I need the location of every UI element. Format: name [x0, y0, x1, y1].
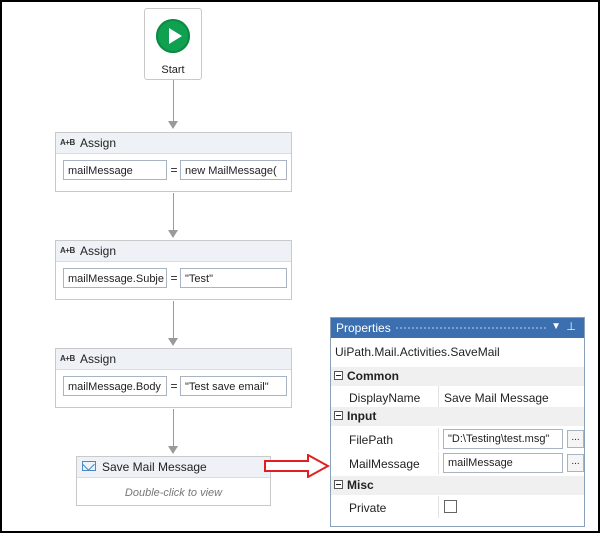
mailmessage-browse-button[interactable]: ... [567, 454, 584, 472]
property-row-filepath: FilePath "D:\Testing\test.msg" ... [331, 428, 584, 450]
start-node[interactable]: Start [144, 8, 202, 80]
activity-title: Assign [80, 352, 117, 366]
filepath-browse-button[interactable]: ... [567, 430, 584, 448]
activity-header: A+B Assign [56, 349, 291, 370]
assign-icon: A+B [60, 246, 75, 255]
pin-icon[interactable]: ⊥ [566, 321, 576, 333]
section-label: Common [347, 369, 399, 383]
activity-type-label: UiPath.Mail.Activities.SaveMail [335, 345, 500, 359]
activity-header: A+B Assign [56, 133, 291, 154]
assign-to-field[interactable]: mailMessage [63, 160, 167, 180]
property-row-private: Private [331, 496, 584, 518]
drag-grip[interactable] [395, 326, 548, 330]
private-checkbox[interactable] [444, 500, 457, 513]
section-label: Input [347, 409, 377, 423]
assign-to-field[interactable]: mailMessage.Subje [63, 268, 167, 288]
connector-arrow-icon [168, 338, 178, 346]
property-row-displayname: DisplayName Save Mail Message [331, 386, 584, 408]
connector-arrow-icon [168, 446, 178, 454]
equals-sign: = [170, 271, 178, 285]
connector [173, 301, 174, 339]
displayname-value[interactable]: Save Mail Message [444, 391, 549, 405]
red-arrow-icon [264, 454, 330, 478]
connector [173, 80, 174, 122]
property-key: FilePath [349, 433, 394, 447]
property-value-cell [438, 496, 584, 518]
assign-icon: A+B [60, 354, 75, 363]
dropdown-arrow-icon[interactable]: ▼ [551, 321, 561, 332]
connector [173, 193, 174, 231]
property-value-cell: mailMessage ... [438, 452, 584, 474]
start-label: Start [161, 64, 185, 76]
assign-icon: A+B [60, 138, 75, 147]
assign-to-field[interactable]: mailMessage.Body [63, 376, 167, 396]
property-value-cell: "D:\Testing\test.msg" ... [438, 428, 584, 450]
save-mail-activity[interactable]: Save Mail Message Double-click to view [76, 456, 271, 506]
activity-header: A+B Assign [56, 241, 291, 262]
section-misc[interactable]: Misc [331, 476, 584, 495]
properties-panel: Properties ▼ ⊥ UiPath.Mail.Activities.Sa… [330, 317, 585, 527]
property-key: Private [349, 501, 387, 515]
double-click-hint: Double-click to view [124, 487, 223, 499]
collapse-icon[interactable] [334, 411, 343, 420]
section-input[interactable]: Input [331, 407, 584, 426]
activity-title: Save Mail Message [102, 460, 207, 474]
assign-activity[interactable]: A+B Assign mailMessage.Body = "Test save… [55, 348, 292, 408]
assign-activity[interactable]: A+B Assign mailMessage = new MailMessage… [55, 132, 292, 192]
collapse-icon[interactable] [334, 371, 343, 380]
activity-title: Assign [80, 136, 117, 150]
equals-sign: = [170, 163, 178, 177]
connector-arrow-icon [168, 121, 178, 129]
property-row-mailmessage: MailMessage mailMessage ... [331, 452, 584, 474]
play-icon [156, 19, 190, 53]
assign-activity[interactable]: A+B Assign mailMessage.Subje = "Test" [55, 240, 292, 300]
mailmessage-input[interactable]: mailMessage [443, 453, 563, 473]
connector [173, 409, 174, 447]
filepath-input[interactable]: "D:\Testing\test.msg" [443, 429, 563, 449]
properties-titlebar[interactable]: Properties ▼ ⊥ [331, 318, 584, 338]
activity-header: Save Mail Message [77, 457, 270, 478]
assign-value-field[interactable]: "Test" [180, 268, 287, 288]
equals-sign: = [170, 379, 178, 393]
assign-value-field[interactable]: new MailMessage( [180, 160, 287, 180]
section-label: Misc [347, 478, 374, 492]
properties-title: Properties [336, 321, 391, 335]
property-value-cell[interactable]: Save Mail Message [438, 386, 584, 408]
property-key: DisplayName [349, 391, 421, 405]
activity-title: Assign [80, 244, 117, 258]
connector-arrow-icon [168, 230, 178, 238]
assign-value-field[interactable]: "Test save email" [180, 376, 287, 396]
mail-icon [82, 461, 96, 471]
collapse-icon[interactable] [334, 480, 343, 489]
property-key: MailMessage [349, 457, 420, 471]
section-common[interactable]: Common [331, 367, 584, 386]
